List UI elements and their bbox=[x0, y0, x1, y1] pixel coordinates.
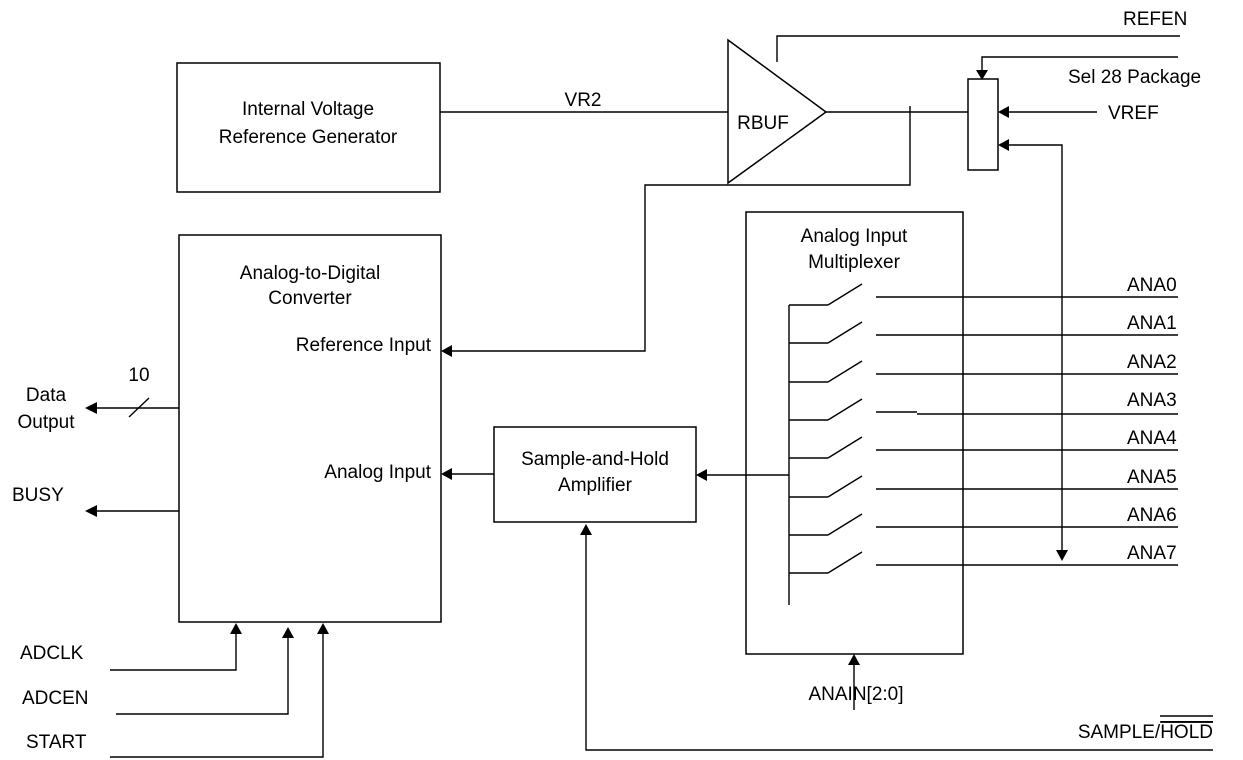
busy-label: BUSY bbox=[12, 485, 64, 506]
ana6-reference-link bbox=[1008, 144, 1063, 550]
mux-switch-0 bbox=[827, 283, 863, 306]
sample-hold-label: SAMPLE/HOLD bbox=[1078, 722, 1213, 743]
rbuf-buffer bbox=[727, 38, 828, 185]
mux-switch-7 bbox=[827, 551, 863, 574]
sha-label-line1: Sample-and-Hold bbox=[521, 449, 669, 470]
start-label: START bbox=[26, 732, 87, 753]
adcen-label: ADCEN bbox=[22, 688, 89, 709]
mux-switch-3 bbox=[827, 398, 863, 421]
channel-label-2: ANA2 bbox=[1127, 352, 1177, 373]
reference-selector bbox=[967, 78, 999, 171]
adclk-wire bbox=[110, 634, 237, 671]
channel-label-7: ANA7 bbox=[1127, 543, 1177, 564]
start-arrowhead bbox=[317, 623, 329, 634]
sel28-label: Sel 28 Package bbox=[1068, 67, 1201, 88]
start-wire bbox=[110, 634, 324, 758]
mux-switch-6 bbox=[827, 513, 863, 536]
sel28-arrowhead bbox=[976, 70, 988, 80]
ivrg-label-line2: Reference Generator bbox=[219, 127, 398, 148]
adclk-label: ADCLK bbox=[20, 643, 84, 664]
sample-hold-label-sample: SAMPLE/ bbox=[1078, 722, 1161, 743]
channel-label-3: ANA3 bbox=[1127, 390, 1177, 411]
sel28-wire bbox=[981, 56, 1178, 72]
bus-width-label: 10 bbox=[128, 365, 149, 386]
data-output-label-line1: Data bbox=[26, 385, 67, 406]
adc-reference-input-label: Reference Input bbox=[296, 335, 432, 356]
analog-input-multiplexer-block bbox=[745, 211, 964, 655]
ivrg-label-line1: Internal Voltage bbox=[242, 99, 374, 120]
refen-wire bbox=[776, 35, 1180, 62]
anain-label: ANAIN[2:0] bbox=[808, 684, 903, 705]
channel-label-5: ANA5 bbox=[1127, 467, 1177, 488]
data-output-label-line2: Output bbox=[17, 412, 75, 433]
anain-arrowhead bbox=[848, 654, 860, 665]
reference-input-wire bbox=[452, 106, 911, 352]
vref-arrowhead bbox=[998, 106, 1009, 118]
adc-analog-input-label: Analog Input bbox=[324, 462, 431, 483]
ana6-link-arrowhead-bottom bbox=[1056, 550, 1068, 561]
mux-switch-4 bbox=[827, 436, 863, 459]
busy-arrowhead bbox=[85, 505, 97, 517]
channel-label-6: ANA6 bbox=[1127, 505, 1177, 526]
sha-label-line2: Amplifier bbox=[558, 475, 633, 496]
channel-label-4: ANA4 bbox=[1127, 428, 1177, 449]
channel-label-1: ANA1 bbox=[1127, 313, 1177, 334]
data-output-arrowhead bbox=[85, 402, 97, 414]
sha-input-arrowhead bbox=[696, 469, 707, 481]
mux-label-line2: Multiplexer bbox=[808, 252, 901, 273]
adc-label-line2: Converter bbox=[268, 288, 352, 309]
bus-width-slash bbox=[128, 397, 150, 418]
reference-input-arrowhead bbox=[441, 345, 452, 357]
analog-input-arrowhead bbox=[441, 468, 452, 480]
adclk-arrowhead bbox=[230, 623, 242, 634]
adcen-wire bbox=[116, 638, 289, 715]
internal-voltage-reference-generator-block bbox=[176, 62, 441, 193]
sample-hold-label-hold: HOLD bbox=[1160, 722, 1213, 743]
mux-label-line1: Analog Input bbox=[801, 226, 908, 247]
vref-label: VREF bbox=[1108, 103, 1159, 124]
refen-label: REFEN bbox=[1123, 9, 1187, 30]
adcen-arrowhead bbox=[282, 627, 294, 638]
mux-switch-1 bbox=[827, 321, 863, 344]
sample-hold-wire bbox=[585, 535, 1213, 751]
rbuf-label: RBUF bbox=[737, 113, 789, 134]
sample-hold-arrowhead bbox=[580, 524, 592, 535]
mux-switch-2 bbox=[827, 360, 863, 383]
ana6-link-arrowhead-top bbox=[998, 139, 1009, 151]
vr2-label: VR2 bbox=[565, 90, 602, 111]
mux-switch-5 bbox=[827, 475, 863, 498]
adc-label-line1: Analog-to-Digital bbox=[240, 263, 380, 284]
adc-block bbox=[178, 234, 442, 623]
channel-label-0: ANA0 bbox=[1127, 275, 1177, 296]
